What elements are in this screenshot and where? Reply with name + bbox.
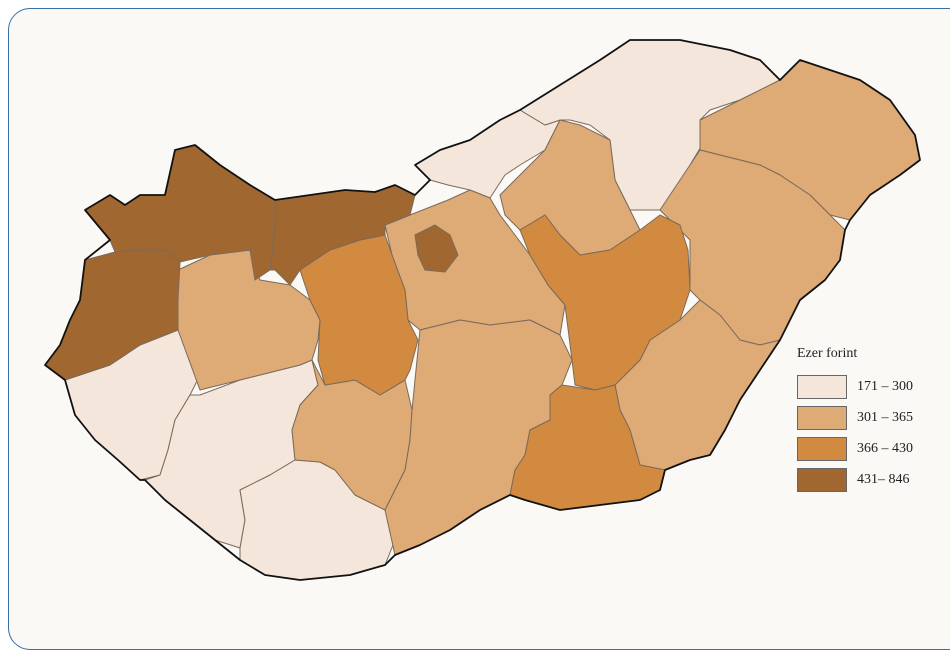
legend-label: 171 – 300 — [857, 379, 913, 394]
legend-item: 171 – 300 — [797, 375, 947, 399]
legend-label: 366 – 430 — [857, 441, 913, 456]
legend: Ezer forint 171 – 300 301 – 365 366 – 43… — [797, 346, 947, 499]
legend-label: 301 – 365 — [857, 410, 913, 425]
legend-item: 366 – 430 — [797, 437, 947, 461]
legend-item: 301 – 365 — [797, 406, 947, 430]
legend-item: 431– 846 — [797, 468, 947, 492]
country-outline — [44, 39, 921, 581]
legend-swatch — [797, 468, 847, 492]
hungary-choropleth-map — [44, 39, 921, 581]
legend-label: 431– 846 — [857, 472, 910, 487]
region-jasz-nagykun-szolnok[interactable] — [519, 214, 691, 391]
legend-swatch — [797, 375, 847, 399]
legend-swatch — [797, 437, 847, 461]
legend-title: Ezer forint — [797, 346, 858, 361]
legend-swatch — [797, 406, 847, 430]
region-budapest[interactable] — [414, 224, 459, 273]
